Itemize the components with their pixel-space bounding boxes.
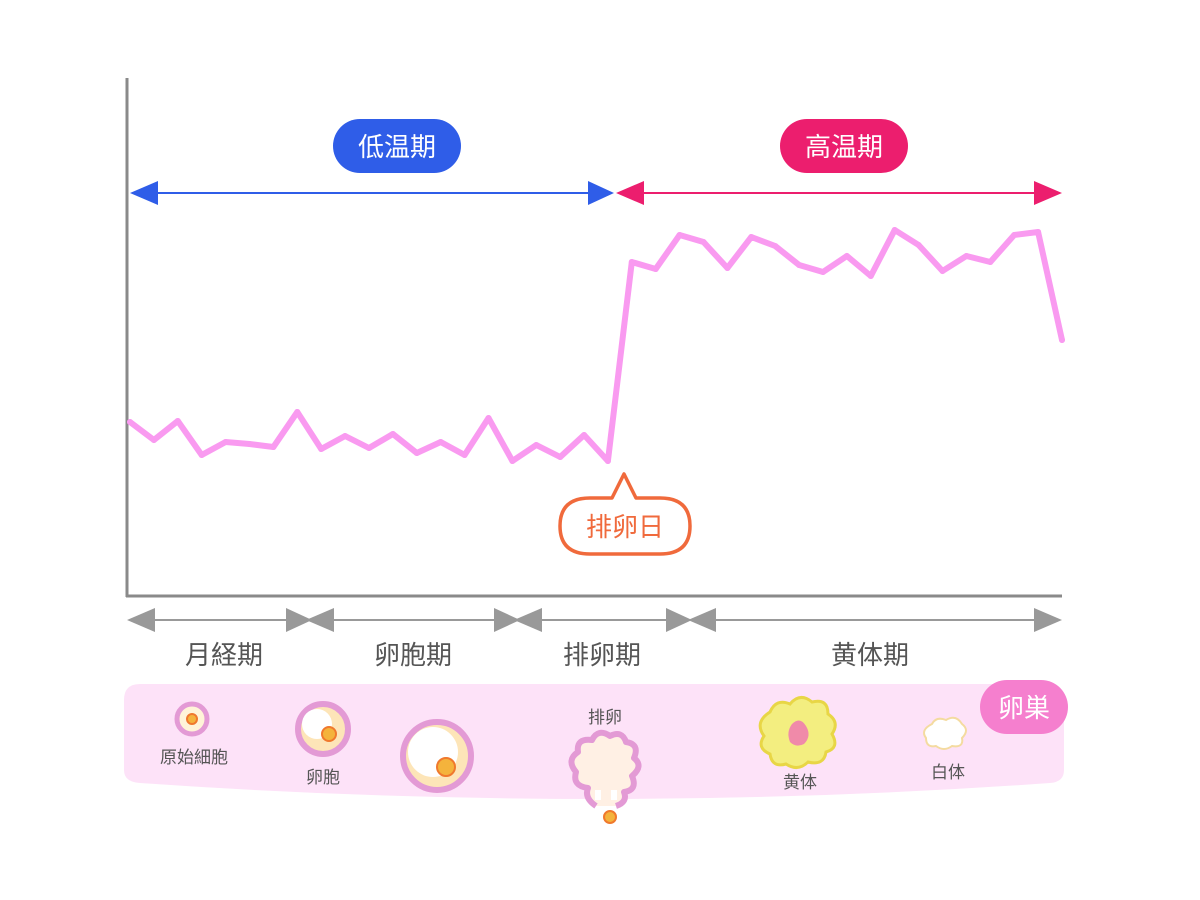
temperature-point-36 — [987, 259, 994, 265]
low-temp-badge — [333, 119, 461, 173]
temperature-point-2 — [174, 418, 181, 424]
ovary-badge — [980, 680, 1068, 734]
temperature-point-29 — [820, 269, 826, 275]
temperature-point-20 — [604, 458, 611, 464]
temperature-point-16 — [509, 458, 516, 464]
temperature-point-19 — [581, 432, 588, 438]
mature-follicle-icon — [400, 719, 474, 793]
cycle-phase-labels: 月経期 卵胞期 排卵期 黄体期 — [185, 641, 909, 671]
temperature-point-11 — [389, 431, 396, 437]
temperature-point-37 — [1011, 232, 1018, 238]
low-temp-arrowhead-right — [588, 181, 614, 205]
temperature-point-9 — [342, 433, 349, 439]
primordial-follicle-icon — [174, 701, 210, 737]
temperature-point-15 — [485, 415, 492, 421]
temperature-point-34 — [939, 268, 946, 274]
corpus-albicans-icon — [923, 716, 967, 750]
temperature-point-12 — [413, 450, 420, 456]
temperature-point-35 — [963, 253, 970, 259]
low-temp-label: 低温期 — [358, 133, 436, 163]
temperature-point-4 — [222, 439, 229, 445]
primordial-follicle-label: 原始細胞 — [160, 748, 228, 768]
arrowhead-menstrual-right — [286, 608, 312, 632]
temperature-point-7 — [294, 409, 301, 415]
ovary-title: 卵巣 — [998, 694, 1050, 724]
temperature-point-25 — [724, 265, 731, 271]
ruptured-follicle-icon — [568, 729, 642, 824]
follicle-label: 卵胞 — [306, 768, 340, 788]
high-temp-arrowhead-left — [616, 181, 644, 205]
low-temp-range: 低温期 — [130, 119, 614, 205]
temperature-point-24 — [700, 239, 707, 245]
ovulation-label: 排卵 — [588, 708, 622, 728]
temperature-point-30 — [843, 253, 850, 259]
arrowhead-luteal-right — [1034, 608, 1062, 632]
temperature-point-3 — [198, 452, 205, 458]
corpus-luteum-label: 黄体 — [783, 773, 817, 793]
arrowhead-follicular-left — [306, 608, 334, 632]
temperature-point-1 — [150, 437, 157, 443]
temperature-point-0 — [127, 419, 133, 425]
temperature-point-13 — [437, 439, 444, 445]
arrowhead-luteal-left — [688, 608, 716, 632]
arrowhead-ovulatory-right — [666, 608, 692, 632]
ovulation-day-label: 排卵日 — [586, 513, 664, 543]
temperature-points — [127, 227, 1065, 464]
corpus-albicans-label: 白体 — [931, 763, 965, 783]
high-temp-arrowhead-right — [1034, 181, 1062, 205]
arrowhead-menstrual-left — [127, 608, 155, 632]
temperature-point-6 — [270, 444, 277, 450]
temperature-point-33 — [915, 242, 922, 248]
high-temp-range: 高温期 — [616, 119, 1062, 205]
ovulation-callout-bubble — [558, 472, 692, 556]
arrowhead-follicular-right — [494, 608, 520, 632]
high-temp-label: 高温期 — [805, 133, 883, 163]
phase-label-luteal: 黄体期 — [831, 641, 909, 671]
ovary-band: 卵巣 原始細胞 卵胞 排卵 — [124, 680, 1068, 824]
temperature-point-8 — [318, 446, 325, 452]
temperature-point-31 — [867, 273, 874, 279]
corpus-luteum-icon — [758, 696, 837, 769]
phase-label-menstrual: 月経期 — [185, 641, 263, 671]
temperature-line — [127, 227, 1065, 464]
arrowhead-ovulatory-left — [514, 608, 542, 632]
ovulation-day-callout: 排卵日 — [558, 472, 692, 556]
temperature-point-5 — [246, 441, 253, 447]
temperature-point-10 — [366, 445, 372, 451]
high-temp-badge — [780, 119, 908, 173]
phase-label-ovulatory: 排卵期 — [563, 641, 641, 671]
temperature-point-26 — [748, 234, 755, 240]
temperature-point-32 — [891, 227, 898, 233]
growing-follicle-icon — [295, 701, 351, 757]
temperature-point-18 — [557, 454, 564, 460]
low-temp-arrowhead-left — [130, 181, 158, 205]
temperature-point-23 — [676, 232, 683, 238]
temperature-point-27 — [772, 243, 779, 249]
temperature-point-39 — [1059, 337, 1065, 343]
temperature-point-22 — [652, 266, 659, 272]
temperature-point-28 — [796, 262, 803, 268]
cycle-phase-arrows — [127, 608, 1062, 632]
phase-label-follicular: 卵胞期 — [374, 641, 452, 671]
temperature-point-14 — [461, 452, 468, 458]
temperature-point-17 — [533, 442, 540, 448]
temperature-point-21 — [628, 259, 635, 265]
temperature-point-38 — [1035, 229, 1042, 235]
